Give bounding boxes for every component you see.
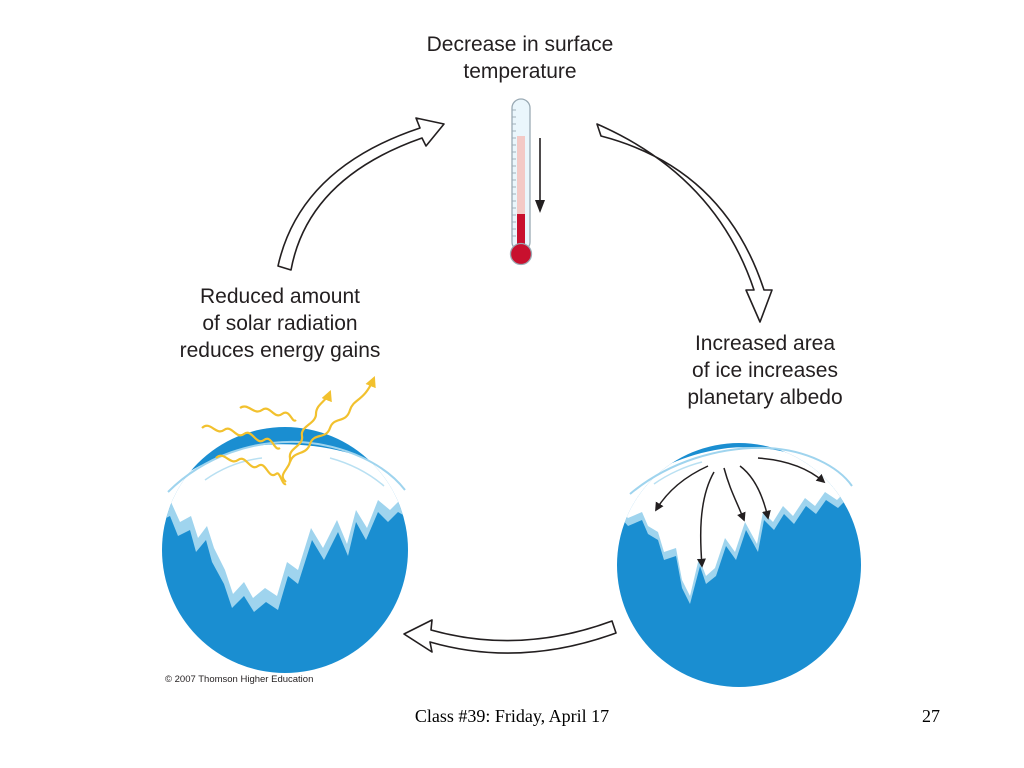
cycle-arrow-icon bbox=[596, 123, 773, 323]
label-increased-ice-area: Increased area of ice increases planetar… bbox=[630, 330, 900, 411]
cycle-arrow-icon bbox=[403, 619, 617, 654]
label-line: Increased area bbox=[694, 332, 836, 355]
label-reduced-solar-radiation: Reduced amount of solar radiation reduce… bbox=[130, 283, 430, 364]
sun-ray-icon bbox=[201, 375, 376, 486]
label-line: reduces energy gains bbox=[179, 339, 381, 362]
label-line: planetary albedo bbox=[687, 386, 843, 409]
down-arrow-icon bbox=[535, 138, 545, 213]
label-line: of ice increases bbox=[692, 359, 838, 382]
earth-globe-icon bbox=[162, 427, 408, 673]
thermometer-icon bbox=[509, 98, 533, 266]
label-line: Decrease in surface bbox=[426, 33, 614, 56]
copyright-notice: © 2007 Thomson Higher Education bbox=[165, 674, 314, 685]
label-decrease-surface-temperature: Decrease in surface temperature bbox=[370, 31, 670, 85]
earth-globe-icon bbox=[617, 443, 861, 687]
label-line: of solar radiation bbox=[202, 312, 358, 335]
page-number: 27 bbox=[922, 706, 940, 726]
label-line: temperature bbox=[463, 60, 577, 83]
slide-footer: Class #39: Friday, April 17 bbox=[414, 706, 610, 726]
cycle-arrow-icon bbox=[277, 117, 445, 271]
label-line: Reduced amount bbox=[200, 285, 360, 308]
